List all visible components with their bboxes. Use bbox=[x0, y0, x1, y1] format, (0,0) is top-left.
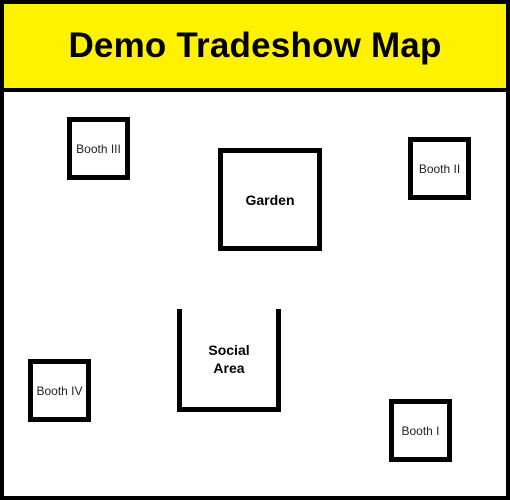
booth-iii-label: Booth III bbox=[76, 141, 121, 156]
booth-ii-label: Booth II bbox=[418, 161, 461, 176]
booth-iii[interactable]: Booth III bbox=[67, 117, 130, 180]
booth-iv[interactable]: Booth IV bbox=[28, 359, 91, 422]
booth-ii[interactable]: Booth II bbox=[408, 137, 471, 200]
map-title-bar: Demo Tradeshow Map bbox=[4, 4, 506, 92]
booth-i-label: Booth I bbox=[401, 423, 440, 438]
garden-area[interactable]: Garden bbox=[218, 148, 322, 251]
social-area-label: Social Area bbox=[208, 342, 250, 376]
social-area[interactable]: Social Area bbox=[177, 309, 281, 412]
garden-label: Garden bbox=[245, 191, 295, 208]
booth-i[interactable]: Booth I bbox=[389, 399, 452, 462]
map-title: Demo Tradeshow Map bbox=[68, 26, 442, 65]
booth-iv-label: Booth IV bbox=[36, 383, 83, 398]
